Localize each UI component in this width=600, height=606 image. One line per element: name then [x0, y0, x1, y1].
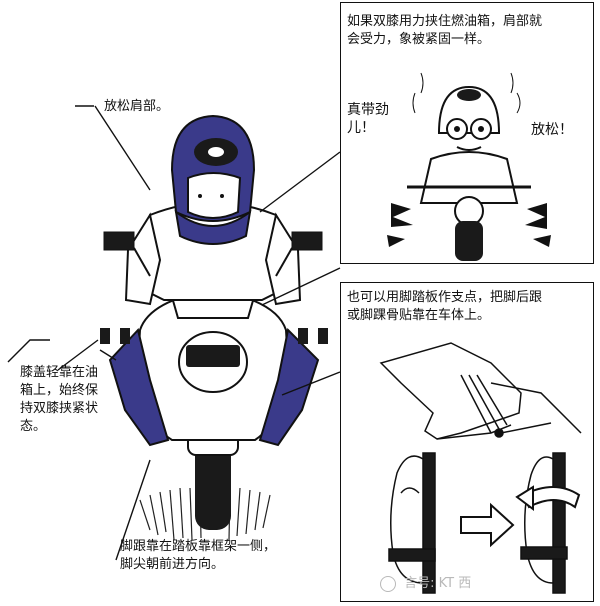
panel-top-caption: 如果双膝用力挟住燃油箱，肩部就 会受力，象被紧固一样。 [347, 14, 543, 47]
heel-callout: 脚跟靠在踏板靠框架一侧， 脚尖朝前进方向。 [120, 539, 277, 572]
shoulder-callout: 放松肩部。 [104, 99, 170, 114]
foot-peg-drawing [379, 342, 582, 594]
ground-shadow [139, 487, 271, 541]
panel-tight-knees: 如果双膝用力挟住燃油箱，肩部就 会受力，象被紧固一样。 真带劲 儿！ 放松！ [340, 2, 594, 264]
footprint-left [388, 452, 436, 594]
panel-bottom-caption: 也可以用脚踏板作支点，把脚后跟 或脚踝骨贴靠在车体上。 [347, 290, 543, 323]
panel-foot-support: 也可以用脚踏板作支点，把脚后跟 或脚踝骨贴靠在车体上。 [340, 282, 594, 602]
speech-left: 真带劲 儿！ [347, 102, 389, 136]
rotate-arrow-icon [515, 485, 581, 511]
watermark-icon [380, 575, 396, 592]
speech-right: 放松！ [531, 122, 573, 138]
knee-callout: 膝盖轻靠在油 箱上，始终保 持双膝挟紧状 态。 [20, 365, 99, 434]
footprint-right [520, 452, 568, 594]
watermark: 言号: KT 西 [380, 572, 471, 592]
tense-rider-drawing [387, 72, 551, 261]
watermark-text: 言号: KT 西 [404, 576, 472, 591]
right-arrow-icon [460, 502, 515, 548]
